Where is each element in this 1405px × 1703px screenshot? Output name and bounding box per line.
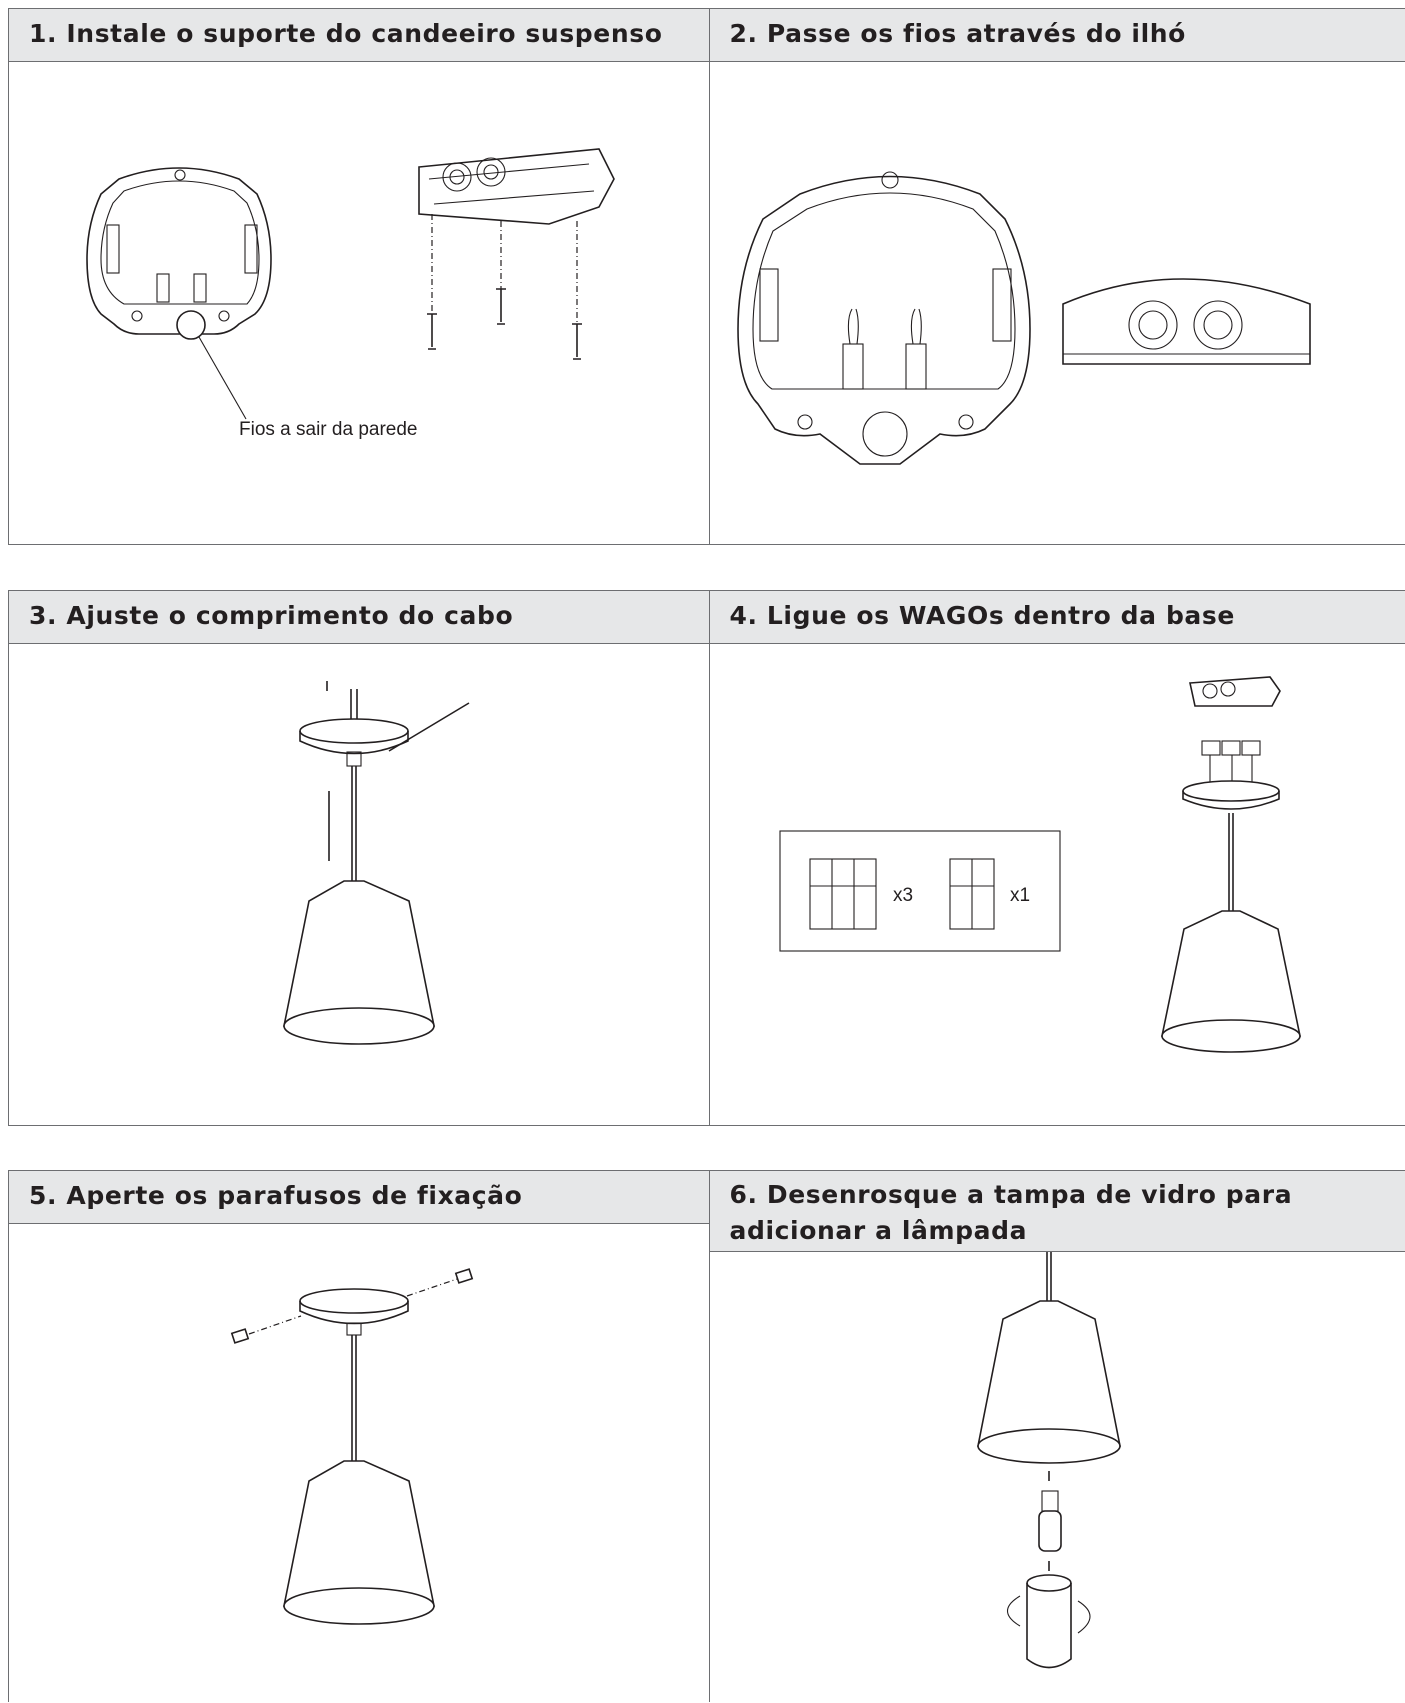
- step-3-panel: 3. Ajuste o comprimento do cabo: [9, 591, 710, 1125]
- step-3-illustration: [9, 591, 709, 1127]
- step-2-illustration: [710, 9, 1405, 546]
- wires-callout: Fios a sair da parede: [239, 419, 418, 440]
- bracket-wiring-view: [738, 172, 1030, 464]
- steps-row-3: 5. Aperte os parafusos de fixação 6. Des…: [8, 1170, 1405, 1702]
- step-5-illustration: [9, 1171, 709, 1703]
- bracket-side-view: [419, 149, 614, 359]
- wago-qty-one: x1: [1010, 885, 1030, 906]
- step-6-illustration: [710, 1171, 1405, 1703]
- step-2-panel: 2. Passe os fios através do ilhó: [710, 9, 1405, 544]
- step-4-panel: 4. Ligue os WAGOs dentro da base x3 x1: [710, 591, 1405, 1125]
- steps-row-2: 3. Ajuste o comprimento do cabo 4. Ligue…: [8, 590, 1405, 1126]
- pendant-lamp-screws-drawing: [232, 1269, 472, 1624]
- bracket-grommet-view: [1063, 279, 1310, 364]
- lamp-bulb-drawing: [978, 1252, 1120, 1668]
- pendant-lamp-drawing: [284, 681, 469, 1044]
- step-4-illustration: x3 x1: [710, 591, 1405, 1127]
- wago-qty-three: x3: [893, 885, 913, 906]
- step-1-illustration: Fios a sair da parede: [9, 9, 709, 546]
- step-6-panel: 6. Desenrosque a tampa de vidro para adi…: [710, 1171, 1405, 1702]
- step-5-panel: 5. Aperte os parafusos de fixação: [9, 1171, 710, 1702]
- step-1-panel: 1. Instale o suporte do candeeiro suspen…: [9, 9, 710, 544]
- steps-row-1: 1. Instale o suporte do candeeiro suspen…: [8, 8, 1405, 545]
- lamp-assembly-drawing: [1162, 677, 1300, 1052]
- bracket-front-view: [87, 168, 271, 419]
